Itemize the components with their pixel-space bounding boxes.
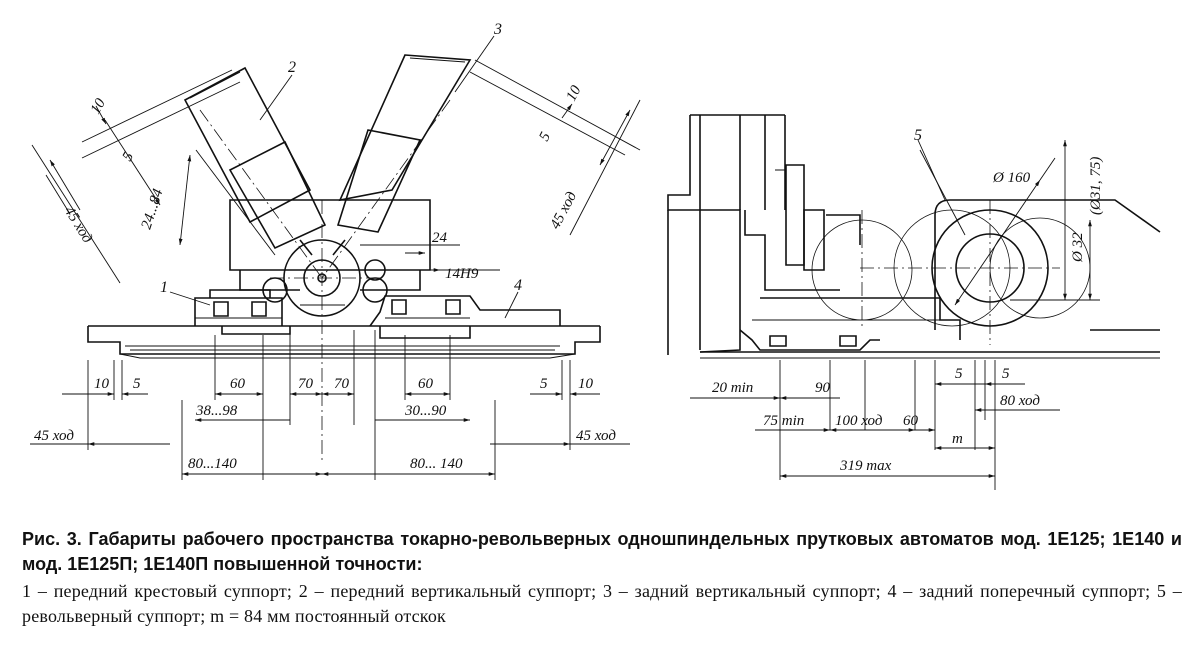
- dim-38-98: 38...98: [195, 403, 238, 419]
- dim-100-stroke: 100 ход: [835, 413, 883, 429]
- right-view-labels: 5 Ø 160 (Ø31, 75) Ø 32 20 min 90 5 5 80 …: [712, 127, 1104, 474]
- front-vertical-slide: [185, 68, 325, 255]
- dim-phi31-75: (Ø31, 75): [1088, 157, 1104, 215]
- dim-90: 90: [815, 380, 831, 396]
- centre-lines: [200, 100, 450, 460]
- right-view-dimensions: [690, 140, 1100, 490]
- callout-1: 1: [160, 279, 168, 296]
- front-vertical-stroke-dimension: [32, 70, 240, 283]
- dim-10-bottom-left: 10: [94, 376, 110, 392]
- dim-24-84: 24...84: [139, 187, 167, 232]
- dim-10-top-right: 10: [563, 83, 584, 104]
- tool-reach-dimension: [178, 150, 275, 255]
- dim-45-stroke-bottom-left: 45 ход: [34, 428, 74, 444]
- caption-legend: 1 – передний крестовый суппорт; 2 – пере…: [22, 581, 1182, 626]
- tool-holders: [745, 165, 860, 290]
- dim-5-bottom-left: 5: [133, 376, 141, 392]
- rear-vertical-stroke-dimension: [470, 60, 640, 235]
- dim-5-a: 5: [955, 366, 963, 382]
- dim-m: m: [952, 431, 963, 447]
- dim-5-bottom-right: 5: [540, 376, 548, 392]
- machine-bed: [88, 326, 600, 358]
- dim-20-min: 20 min: [712, 380, 753, 396]
- dim-60-left: 60: [230, 376, 246, 392]
- rear-vertical-slide: [333, 55, 470, 255]
- dim-45-stroke-top-left: 45 ход: [61, 204, 96, 247]
- dim-5-top-left: 5: [120, 149, 138, 164]
- caption-title: Рис. 3. Габариты рабочего пространства т…: [22, 529, 1182, 574]
- callout-5: 5: [914, 127, 922, 144]
- dim-80-140-right: 80... 140: [410, 456, 463, 472]
- dim-80-140-left: 80...140: [188, 456, 237, 472]
- rear-cross-slide: [370, 296, 560, 338]
- dim-14h9: 14H9: [445, 266, 479, 282]
- bottom-dimensions-left-view: [30, 330, 630, 480]
- dim-10-bottom-right: 10: [578, 376, 594, 392]
- front-cross-slide: [195, 290, 290, 334]
- turret-housing: [932, 200, 1160, 330]
- dim-10-top-left: 10: [88, 96, 110, 117]
- technical-drawing: 1 2 3 4 10 5 45 ход 24...84 24 14H9 10 5…: [0, 21, 1200, 500]
- dim-70-b: 70: [334, 376, 350, 392]
- dim-5-b: 5: [1002, 366, 1010, 382]
- callout-2: 2: [288, 59, 296, 76]
- turret-slide: [740, 298, 960, 350]
- dim-5-top-right: 5: [536, 129, 554, 144]
- dim-45-stroke-top-right: 45 ход: [547, 189, 580, 232]
- right-view-side-projection: [668, 115, 1160, 490]
- dim-80-stroke: 80 ход: [1000, 393, 1040, 409]
- slot-dimensions: [360, 245, 500, 272]
- headstock-side: [668, 115, 785, 355]
- dim-phi32: Ø 32: [1070, 232, 1086, 263]
- dim-60-right-view: 60: [903, 413, 919, 429]
- left-view-front-projection: [30, 36, 640, 480]
- dim-70-a: 70: [298, 376, 314, 392]
- dim-319-max: 319 max: [839, 458, 892, 474]
- left-view-labels: 1 2 3 4 10 5 45 ход 24...84 24 14H9 10 5…: [34, 21, 616, 472]
- dim-24: 24: [432, 230, 448, 246]
- callout-4: 4: [514, 277, 522, 294]
- dim-phi160: Ø 160: [992, 170, 1031, 186]
- dim-30-90: 30...90: [404, 403, 447, 419]
- figure-caption: Рис. 3. Габариты рабочего пространства т…: [22, 527, 1182, 629]
- callout-3: 3: [493, 21, 502, 38]
- dim-45-stroke-bottom-right: 45 ход: [576, 428, 616, 444]
- dim-60-right: 60: [418, 376, 434, 392]
- dim-75-min: 75 min: [763, 413, 804, 429]
